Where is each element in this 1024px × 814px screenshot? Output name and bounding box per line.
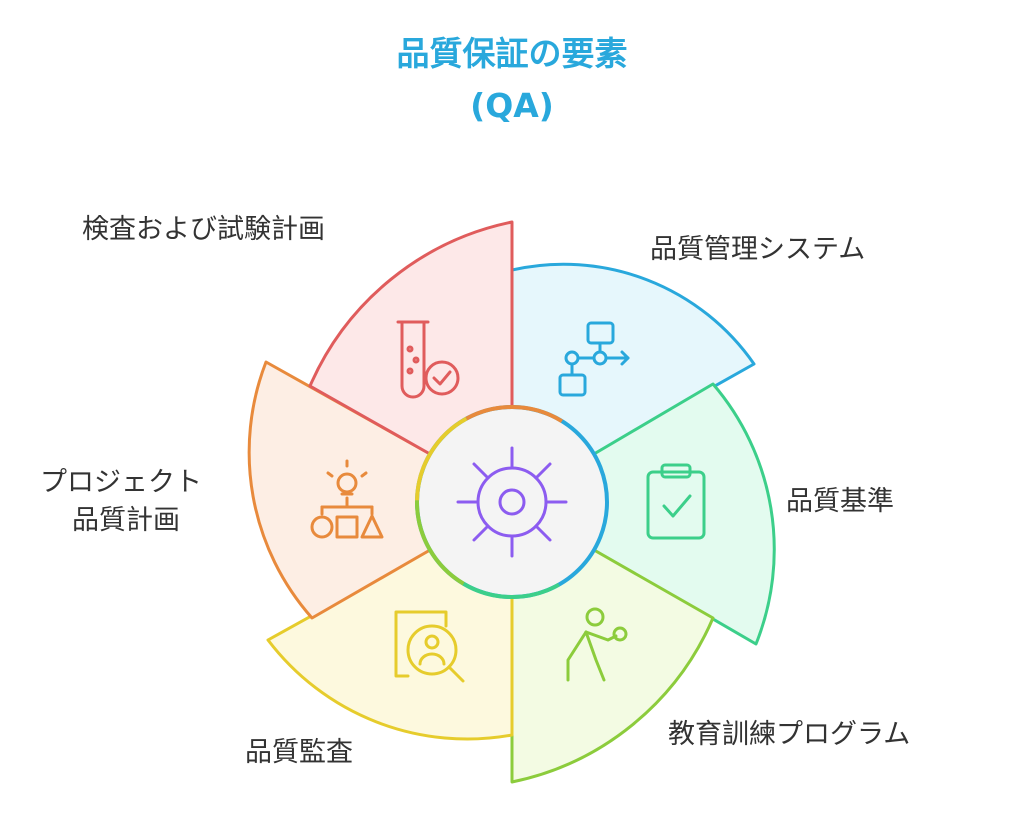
test-tube-check-icon xyxy=(396,320,460,399)
diagram-subtitle: (QA) xyxy=(470,86,554,125)
diagram-title: 品質保証の要素 xyxy=(396,34,628,73)
label-quality-standards: 品質基準 xyxy=(786,486,894,517)
trainer-icon xyxy=(566,607,628,682)
label-quality-system: 品質管理システム xyxy=(650,234,866,265)
label-project-line1: プロジェクト xyxy=(40,467,202,498)
label-inspection-test-plan: 検査および試験計画 xyxy=(82,214,325,245)
center-ring-green xyxy=(415,405,609,599)
label-quality-audit: 品質監査 xyxy=(245,737,353,768)
center-ring-lime xyxy=(415,405,609,599)
clipboard-check-icon xyxy=(646,463,706,540)
flowchart-icon xyxy=(558,321,630,397)
center-ring-orange xyxy=(415,405,609,599)
gear-sun-icon xyxy=(456,446,568,558)
label-project-line2: 品質計画 xyxy=(72,505,180,536)
label-training-program: 教育訓練プログラム xyxy=(668,719,911,750)
idea-shapes-icon xyxy=(310,459,384,539)
inspect-person-icon xyxy=(394,610,465,683)
